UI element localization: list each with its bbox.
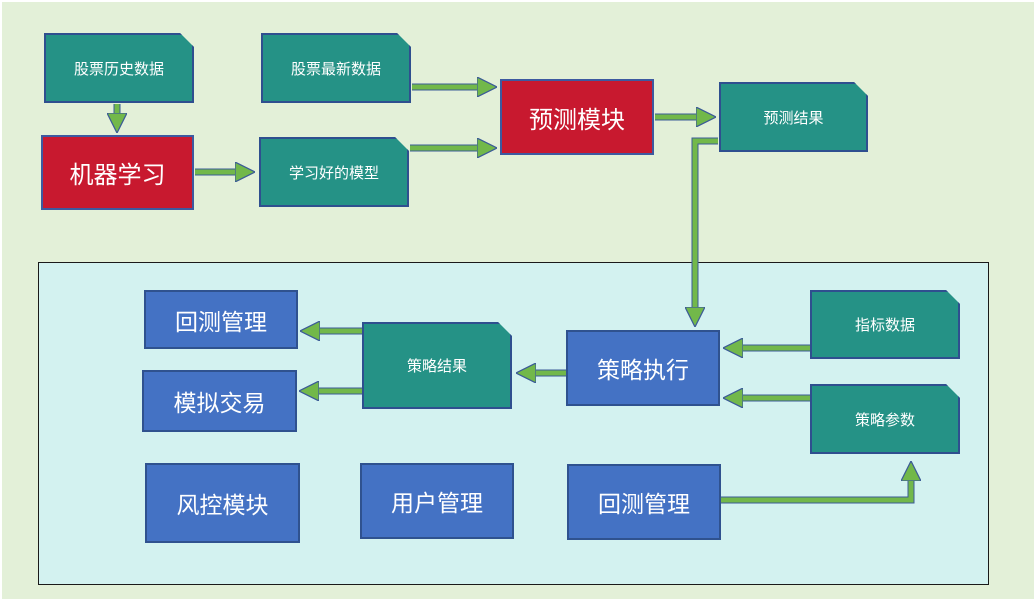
stock-history-data-label: 股票历史数据 (73, 59, 164, 78)
prediction-module-node: 预测模块 (500, 79, 654, 155)
backtest-management-top-node: 回测管理 (144, 290, 298, 349)
strategy-execution-label: 策略执行 (597, 358, 689, 384)
prediction-result-node: 预测结果 (719, 82, 868, 152)
backtest-management-bottom-label: 回测管理 (598, 492, 690, 518)
stock-history-data-node: 股票历史数据 (44, 33, 194, 103)
simulated-trading-label: 模拟交易 (173, 391, 266, 417)
indicator-data-label: 指标数据 (854, 316, 915, 334)
simulated-trading-node: 模拟交易 (142, 370, 297, 432)
trained-model-label: 学习好的模型 (288, 163, 379, 182)
user-management-label: 用户管理 (391, 491, 483, 517)
risk-control-label: 风控模块 (176, 493, 269, 519)
backtest-management-bottom-node: 回测管理 (567, 464, 721, 540)
indicator-data-node: 指标数据 (810, 290, 960, 359)
stock-latest-data-node: 股票最新数据 (261, 33, 411, 103)
trained-model-node: 学习好的模型 (259, 137, 409, 207)
prediction-module-label: 预测模块 (529, 105, 625, 134)
strategy-execution-node: 策略执行 (566, 330, 720, 406)
strategy-params-label: 策略参数 (854, 410, 915, 429)
machine-learning-label: 机器学习 (69, 161, 166, 189)
stock-latest-data-label: 股票最新数据 (290, 59, 381, 78)
prediction-result-label: 预测结果 (763, 108, 824, 127)
user-management-node: 用户管理 (360, 463, 514, 539)
backtest-management-top-label: 回测管理 (175, 309, 267, 336)
strategy-result-node: 策略结果 (362, 322, 512, 409)
strategy-result-label: 策略结果 (406, 357, 467, 375)
strategy-params-node: 策略参数 (810, 384, 960, 454)
machine-learning-node: 机器学习 (41, 135, 194, 210)
risk-control-node: 风控模块 (145, 463, 300, 543)
